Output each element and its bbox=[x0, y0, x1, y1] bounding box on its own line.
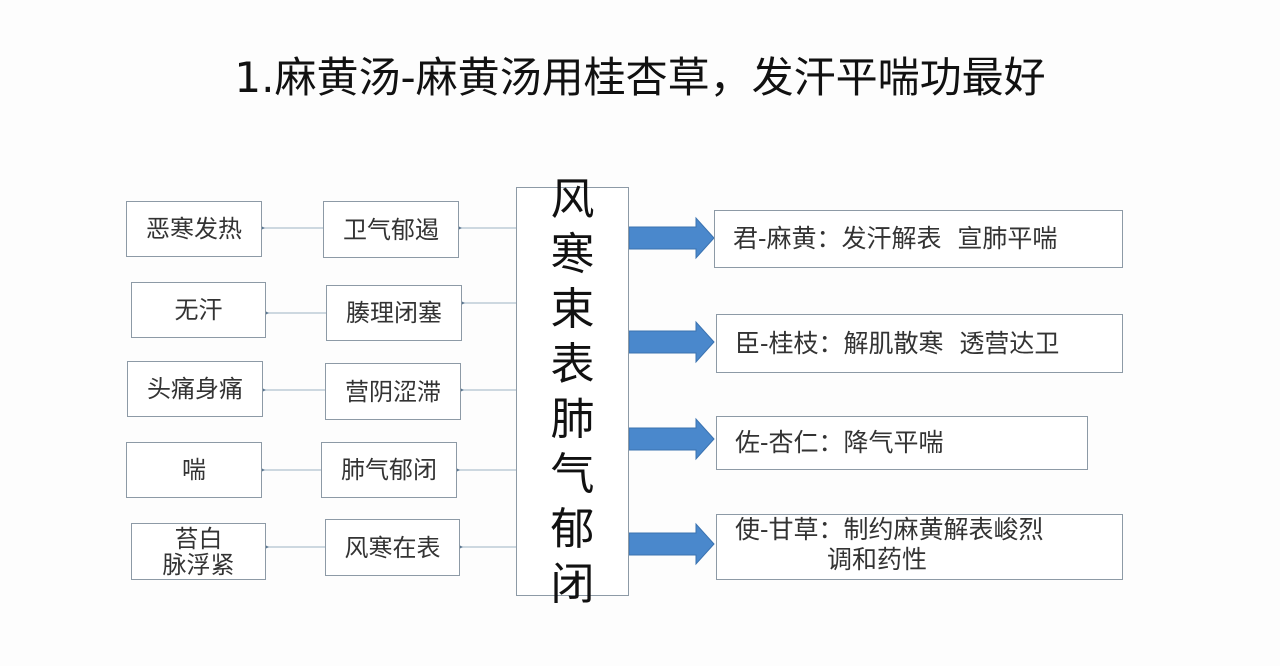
arrow-right-icon bbox=[628, 320, 715, 364]
core-char: 闭 bbox=[550, 558, 595, 610]
mechanism-box: 肺气郁闭 bbox=[321, 442, 457, 498]
arrow-right-icon bbox=[628, 417, 715, 461]
herb-line: 使-甘草：制约麻黄解表峻烈 bbox=[735, 515, 1044, 544]
core-char: 寒 bbox=[550, 228, 595, 280]
herb-box-jun: 君-麻黄：发汗解表 宣肺平喘 bbox=[714, 210, 1123, 268]
herb-line: 调和药性 bbox=[827, 545, 928, 574]
herb-box-zuo: 佐-杏仁：降气平喘 bbox=[716, 416, 1088, 470]
symptom-box: 喘 bbox=[126, 442, 262, 498]
mechanism-box: 风寒在表 bbox=[325, 519, 460, 576]
core-char: 束 bbox=[550, 283, 595, 335]
core-char: 郁 bbox=[550, 503, 595, 555]
page-title: 1.麻黄汤-麻黄汤用桂杏草，发汗平喘功最好 bbox=[234, 53, 1046, 102]
herb-box-shi: 使-甘草：制约麻黄解表峻烈调和药性 bbox=[716, 514, 1123, 580]
symptom-box: 头痛身痛 bbox=[127, 361, 263, 417]
mechanism-box: 卫气郁遏 bbox=[323, 201, 459, 258]
mechanism-box: 腠理闭塞 bbox=[326, 285, 462, 341]
symptom-box: 无汗 bbox=[131, 282, 266, 338]
core-pathology-box: 风 寒 束 表 肺 气 郁 闭 bbox=[516, 174, 629, 610]
symptom-box: 恶寒发热 bbox=[126, 201, 262, 257]
herb-box-chen: 臣-桂枝：解肌散寒 透营达卫 bbox=[716, 314, 1123, 373]
core-char: 表 bbox=[550, 338, 595, 390]
core-char: 风 bbox=[550, 173, 595, 225]
core-char: 气 bbox=[550, 448, 595, 500]
core-char: 肺 bbox=[550, 393, 595, 445]
arrow-right-icon bbox=[628, 216, 715, 260]
arrow-right-icon bbox=[628, 522, 715, 566]
mechanism-box: 营阴涩滞 bbox=[325, 363, 461, 420]
symptom-box: 苔白 脉浮紧 bbox=[131, 523, 266, 580]
